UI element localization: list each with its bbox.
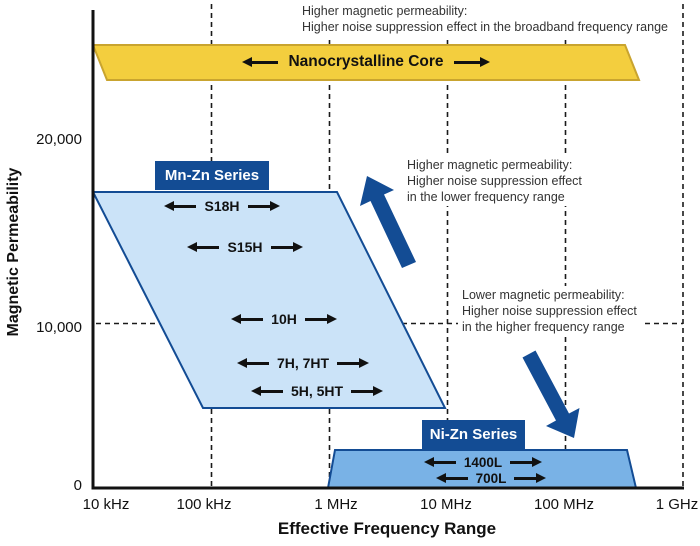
right-arrow-icon <box>510 456 543 467</box>
nanocrystalline-label: Nanocrystalline Core <box>288 53 444 70</box>
x-axis-title: Effective Frequency Range <box>277 519 497 538</box>
y-tick-10000: 10,000 <box>36 319 82 336</box>
left-arrow-icon <box>236 357 269 368</box>
annotation-lower-freq-line1: Higher magnetic permeability: <box>407 158 573 172</box>
material-row-10h: 10H <box>174 310 394 328</box>
material-label-700l: 700L <box>475 470 507 486</box>
material-row-1400l: 1400L <box>373 454 593 470</box>
y-tick-0: 0 <box>73 477 82 494</box>
x-tick-10mhz: 10 MHz <box>420 496 472 513</box>
annotation-lower-freq-line2: Higher noise suppression effect <box>407 174 582 188</box>
left-arrow-icon <box>435 472 468 483</box>
right-arrow-icon <box>351 385 384 396</box>
x-tick-1ghz: 1 GHz <box>655 496 699 513</box>
nanocrystalline-label-row: Nanocrystalline Core <box>236 52 496 72</box>
mnzn-band-shape <box>91 191 447 409</box>
annotation-lower-freq: Higher magnetic permeability: Higher noi… <box>403 156 586 206</box>
material-label-10h: 10H <box>271 311 297 327</box>
left-arrow-icon <box>231 313 264 324</box>
left-arrow-icon <box>242 56 279 67</box>
material-row-7h: 7H, 7HT <box>193 354 413 372</box>
material-label-1400l: 1400L <box>463 454 503 470</box>
mnzn-series-box: Mn-Zn Series <box>155 161 269 190</box>
x-tick-100mhz: 100 MHz <box>533 496 595 513</box>
up-left-block-arrow-icon <box>360 176 416 268</box>
annotation-higher-freq: Lower magnetic permeability: Higher nois… <box>458 286 641 336</box>
right-arrow-icon <box>247 200 280 211</box>
material-label-s18h: S18H <box>204 198 240 214</box>
x-tick-1mhz: 1 MHz <box>314 496 358 513</box>
right-arrow-icon <box>514 472 547 483</box>
right-arrow-icon <box>337 357 370 368</box>
right-arrow-icon <box>453 56 490 67</box>
material-row-700l: 700L <box>381 470 601 486</box>
nizn-series-box: Ni-Zn Series <box>422 420 525 449</box>
x-tick-10khz: 10 kHz <box>82 496 130 513</box>
annotation-broadband-line1: Higher magnetic permeability: <box>302 4 468 18</box>
annotation-broadband: Higher magnetic permeability: Higher noi… <box>298 2 672 36</box>
left-arrow-icon <box>423 456 456 467</box>
annotation-broadband-line2: Higher noise suppression effect in the b… <box>302 20 668 34</box>
left-arrow-icon <box>250 385 283 396</box>
x-tick-100khz: 100 kHz <box>176 496 232 513</box>
right-arrow-icon <box>270 241 303 252</box>
down-right-block-arrow-icon <box>522 350 580 438</box>
material-row-s15h: S15H <box>135 238 355 256</box>
annotation-lower-freq-line3: in the lower frequency range <box>407 190 565 204</box>
left-arrow-icon <box>187 241 220 252</box>
right-arrow-icon <box>304 313 337 324</box>
material-label-7h: 7H, 7HT <box>276 355 330 371</box>
annotation-higher-freq-line3: in the higher frequency range <box>462 320 625 334</box>
mnzn-series-label: Mn-Zn Series <box>164 167 260 184</box>
material-label-s15h: S15H <box>227 239 263 255</box>
y-tick-20000: 20,000 <box>36 131 82 148</box>
left-arrow-icon <box>164 200 197 211</box>
material-row-5h: 5H, 5HT <box>207 382 427 400</box>
nizn-series-label: Ni-Zn Series <box>429 426 518 443</box>
material-row-s18h: S18H <box>112 197 332 215</box>
annotation-higher-freq-line2: Higher noise suppression effect <box>462 304 637 318</box>
axes <box>91 10 684 490</box>
nanocrystalline-band-shape <box>91 44 641 81</box>
material-label-5h: 5H, 5HT <box>290 383 344 399</box>
annotation-higher-freq-line1: Lower magnetic permeability: <box>462 288 625 302</box>
